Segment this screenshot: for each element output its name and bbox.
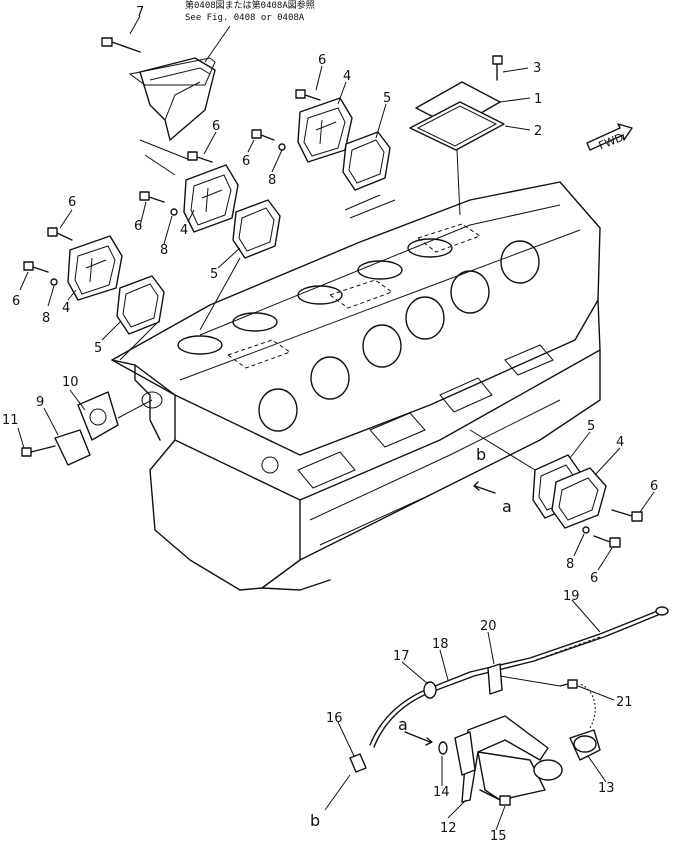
reference-note-japanese: 第0408図または第0408A図参照 — [185, 1, 315, 11]
callout-2: 2 — [534, 124, 542, 139]
callout-18: 18 — [432, 637, 449, 652]
callout-21: 21 — [616, 695, 633, 710]
callout-4: 4 — [343, 69, 351, 84]
callout-6: 6 — [650, 479, 658, 494]
callout-17: 17 — [393, 649, 410, 664]
callout-labels: 7 3 1 2 6 4 5 6 6 8 6 6 8 4 5 6 6 8 4 5 … — [2, 5, 658, 842]
washer-8-d — [582, 526, 590, 534]
callout-6: 6 — [318, 53, 326, 68]
callout-6: 6 — [134, 219, 142, 234]
top-cover-plate — [409, 81, 505, 216]
leader-lines — [17, 15, 655, 831]
callout-20: 20 — [480, 619, 497, 634]
callout-5: 5 — [94, 341, 102, 356]
washer-8-c — [50, 278, 58, 286]
bolt-7 — [101, 37, 141, 53]
reference-note-english: See Fig. 0408 or 0408A — [185, 13, 305, 23]
bolt-6-d — [139, 191, 165, 203]
callout-11: 11 — [2, 413, 19, 428]
callout-15: 15 — [490, 829, 507, 842]
callout-13: 13 — [598, 781, 615, 796]
side-cover-middle — [183, 164, 239, 233]
bolt-6-f — [23, 261, 49, 273]
cylinder-block — [111, 181, 601, 591]
gasket-lower-left — [116, 275, 165, 335]
blanking-plate-9 — [54, 429, 91, 466]
dipstick-assembly — [324, 606, 669, 811]
callout-16: 16 — [326, 711, 343, 726]
callout-b: b — [476, 445, 486, 464]
callout-19: 19 — [563, 589, 580, 604]
callout-7: 7 — [136, 5, 144, 20]
callout-4: 4 — [616, 435, 624, 450]
callout-6: 6 — [68, 195, 76, 210]
bolt-6-h — [593, 535, 621, 548]
callout-8: 8 — [160, 243, 168, 258]
gasket-middle — [232, 199, 281, 259]
callout-6: 6 — [12, 294, 20, 309]
callout-a: a — [502, 497, 512, 516]
callout-3: 3 — [533, 61, 541, 76]
callout-5: 5 — [587, 419, 595, 434]
bolt-6-c — [251, 129, 275, 141]
gasket-upper-right — [342, 131, 391, 191]
washer-8-a — [278, 143, 286, 151]
callout-b: b — [310, 811, 320, 830]
callout-8: 8 — [268, 173, 276, 188]
washer-8-b — [170, 208, 178, 216]
callout-4: 4 — [62, 301, 70, 316]
callout-8: 8 — [566, 557, 574, 572]
callout-5: 5 — [210, 267, 218, 282]
fwd-label: FWD — [597, 131, 626, 153]
callout-6: 6 — [242, 154, 250, 169]
callout-8: 8 — [42, 311, 50, 326]
side-cover-lower-left — [67, 235, 123, 301]
callout-14: 14 — [433, 785, 450, 800]
callout-10: 10 — [62, 375, 79, 390]
callout-6: 6 — [212, 119, 220, 134]
gasket-10 — [77, 391, 153, 441]
callout-1: 1 — [534, 92, 542, 107]
dipstick-handle — [655, 606, 669, 616]
mounting-bracket — [128, 57, 216, 141]
fwd-arrow-marker: FWD — [586, 123, 633, 153]
bolt-3 — [492, 55, 503, 81]
callout-12: 12 — [440, 821, 457, 836]
callout-6: 6 — [590, 571, 598, 586]
side-cover-right — [551, 467, 607, 529]
cylinder-bores — [177, 238, 540, 432]
callout-9: 9 — [36, 395, 44, 410]
callout-5: 5 — [383, 91, 391, 106]
side-cover-upper-right — [297, 97, 353, 163]
bolt-6-b — [187, 151, 213, 163]
bolt-6-a — [295, 89, 321, 101]
callout-4: 4 — [180, 223, 188, 238]
bolt-6-g — [611, 509, 643, 522]
callout-a: a — [398, 715, 408, 734]
bolt-6-e — [47, 227, 73, 241]
bolt-11 — [21, 445, 56, 457]
